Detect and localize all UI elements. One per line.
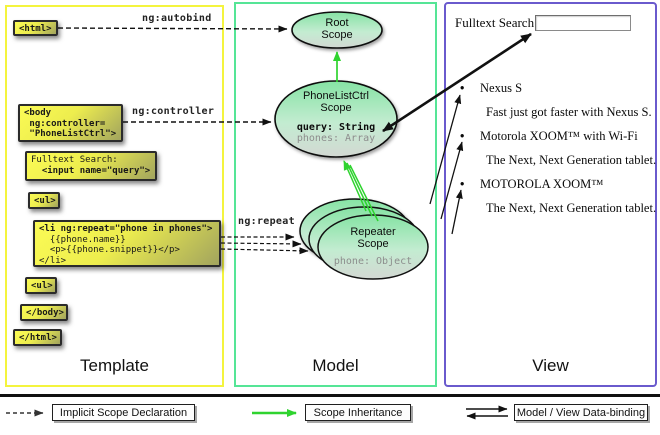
code-box-li-repeat: <li ng:repeat="phone in phones"> {{phone… [33, 220, 221, 267]
list-item-description: The Next, Next Generation tablet. [486, 201, 657, 215]
root-scope-line2: Scope [321, 29, 353, 41]
bullet-icon: • [460, 81, 465, 95]
phonelistctrl-scope-label: PhoneListCtrl Scope query: String phones… [275, 90, 397, 144]
list-item-description: Fast just got faster with Nexus S. [486, 105, 652, 119]
phonelistctrl-phones-prop: phones: Array [296, 133, 376, 144]
legend-implicit-scope-label: Implicit Scope Declaration [52, 404, 195, 421]
bullet-icon: • [460, 177, 465, 191]
repeater-line1: Repeater [350, 226, 396, 238]
code-line: <li ng:repeat="phone in phones"> [39, 224, 213, 234]
template-panel [5, 5, 224, 387]
code-line: Fulltext Search: [31, 155, 118, 165]
model-column-label: Model [312, 356, 359, 375]
code-box-body-close: </body> [20, 304, 68, 321]
code-box-ul-open: <ul> [28, 192, 60, 209]
root-scope-label: Root Scope [292, 17, 382, 41]
repeater-phone-prop: phone: Object [333, 256, 413, 267]
list-item-title: • Motorola XOOM™ with Wi-Fi [460, 129, 638, 144]
code-line: <p>{{phone.snippet}}</p> [39, 245, 180, 255]
code-line: </li> [39, 255, 67, 266]
phonelistctrl-query-prop: query: String [296, 122, 376, 133]
code-box-ul-close: <ul> [25, 277, 57, 294]
legend-scope-inheritance-label: Scope Inheritance [305, 404, 411, 421]
item-title-text: Nexus S [480, 81, 523, 95]
ng-autobind-label: ng:autobind [142, 13, 212, 24]
code-line: </body> [26, 308, 64, 318]
repeater-line2: Scope [357, 238, 389, 250]
code-line: {{phone.name}} [39, 234, 126, 245]
ng-controller-label: ng:controller [132, 106, 215, 117]
code-box-body-open: <body ng:controller= "PhoneListCtrl"> [18, 104, 123, 142]
model-panel [234, 2, 437, 387]
phonelistctrl-line2: Scope [320, 102, 352, 114]
code-box-html-close: </html> [13, 329, 62, 346]
code-box-fulltext-search: Fulltext Search: <input name="query"> [25, 151, 157, 181]
root-scope-line1: Root [325, 17, 349, 29]
bullet-icon: • [460, 129, 465, 143]
repeater-scope-label: Repeater Scope phone: Object [318, 226, 428, 267]
legend-divider [0, 394, 660, 397]
item-title-text: MOTOROLA XOOM™ [480, 177, 604, 191]
code-line: ng:controller= [24, 118, 106, 129]
list-item-title: • MOTOROLA XOOM™ [460, 177, 604, 192]
ng-repeat-label: ng:repeat [238, 216, 295, 227]
code-line: <body [24, 108, 52, 118]
code-box-html-open: <html> [13, 20, 58, 36]
code-line: <ul> [31, 281, 53, 291]
legend-data-binding-label: Model / View Data-binding [514, 404, 648, 421]
item-title-text: Motorola XOOM™ with Wi-Fi [480, 129, 638, 143]
list-item-title: • Nexus S [460, 81, 522, 96]
list-item-description: The Next, Next Generation tablet. [486, 153, 657, 167]
fulltext-search-label: Fulltext Search: [455, 15, 538, 30]
view-column-label: View [532, 356, 569, 375]
fulltext-search-input[interactable] [535, 15, 631, 31]
code-line: </html> [19, 333, 57, 343]
template-column-label: Template [80, 356, 149, 375]
code-line: "PhoneListCtrl"> [24, 129, 117, 139]
code-line: <input name="query"> [31, 165, 151, 176]
phonelistctrl-line1: PhoneListCtrl [302, 90, 370, 102]
code-line: <html> [19, 24, 52, 34]
view-panel [444, 2, 657, 387]
code-line: <ul> [34, 196, 56, 206]
